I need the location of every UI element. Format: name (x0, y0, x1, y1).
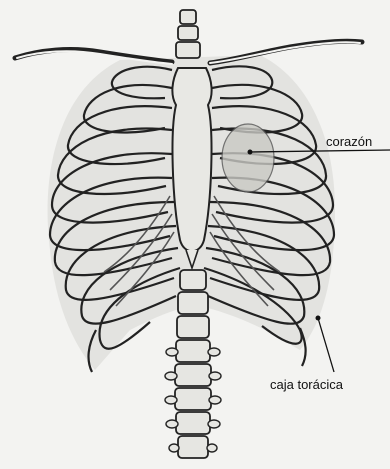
heart-label: corazón (326, 135, 372, 148)
ribcage-label: caja torácica (270, 378, 343, 391)
right-clavicle-inner (210, 42, 360, 63)
heart-shape (222, 124, 274, 192)
ribcage-pointer-dot (316, 316, 321, 321)
sternum (172, 68, 211, 251)
heart-pointer-dot (248, 150, 253, 155)
left-clavicle (15, 50, 172, 62)
ribcage-leader-line (318, 318, 334, 372)
